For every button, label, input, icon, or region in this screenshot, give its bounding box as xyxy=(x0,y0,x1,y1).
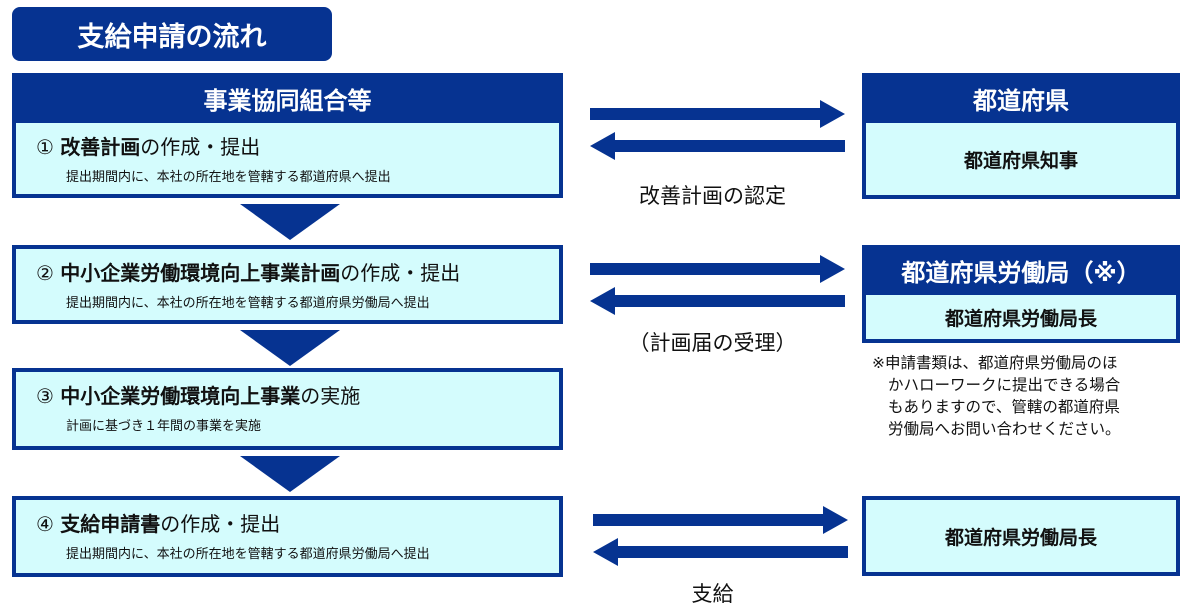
prefecture-governor: 都道府県知事 xyxy=(862,119,1180,199)
labor-bureau-director-payment: 都道府県労働局長 xyxy=(862,496,1180,576)
exchange-arrows-icon xyxy=(590,255,845,315)
note: ※申請書類は、都道府県労働局のほ かハローワークに提出できる場合 もありますので… xyxy=(872,352,1121,440)
down-arrow-icon xyxy=(240,330,340,366)
note-line: かハローワークに提出できる場合 xyxy=(888,376,1121,394)
step-title-rest: の作成・提出 xyxy=(140,135,261,159)
down-arrow-icon xyxy=(240,456,340,492)
step-desc: 提出期間内に、本社の所在地を管轄する都道府県労働局へ提出 xyxy=(66,547,430,562)
step-2: ② 中小企業労働環境向上事業計画の作成・提出 提出期間内に、本社の所在地を管轄す… xyxy=(12,245,563,324)
step-title-rest: の作成・提出 xyxy=(160,512,281,536)
step-desc: 提出期間内に、本社の所在地を管轄する都道府県労働局へ提出 xyxy=(66,296,430,311)
step-number: ③ xyxy=(36,384,54,408)
note-line: ※申請書類は、都道府県労働局のほ xyxy=(872,354,1118,372)
labor-bureau-director: 都道府県労働局長 xyxy=(862,291,1180,343)
step-number: ① xyxy=(36,135,54,159)
note-line: もありますので、管轄の都道府県 xyxy=(888,398,1120,416)
step-number: ④ xyxy=(36,512,54,536)
down-arrow-icon xyxy=(240,204,340,240)
exchange-arrows-icon xyxy=(593,506,848,566)
step-title-bold: 中小企業労働環境向上事業計画 xyxy=(60,261,341,285)
arrow-label: 改善計画の認定 xyxy=(639,184,786,208)
exchange-arrows-icon xyxy=(590,100,845,160)
page-title: 支給申請の流れ xyxy=(12,7,332,61)
step-desc: 計画に基づき１年間の事業を実施 xyxy=(66,419,262,434)
step-title-bold: 中小企業労働環境向上事業 xyxy=(60,384,301,408)
left-header: 事業協同組合等 xyxy=(12,73,563,123)
prefecture-header: 都道府県 xyxy=(862,73,1180,123)
step-title-rest: の作成・提出 xyxy=(340,261,461,285)
step-title-bold: 支給申請書 xyxy=(60,512,161,536)
step-4: ④ 支給申請書の作成・提出 提出期間内に、本社の所在地を管轄する都道府県労働局へ… xyxy=(12,496,563,577)
labor-bureau-header: 都道府県労働局（※） xyxy=(862,245,1180,295)
step-title-bold: 改善計画 xyxy=(60,135,141,159)
step-desc: 提出期間内に、本社の所在地を管轄する都道府県へ提出 xyxy=(66,170,391,185)
step-3: ③ 中小企業労働環境向上事業の実施 計画に基づき１年間の事業を実施 xyxy=(12,368,563,450)
arrow-label: （計画届の受理） xyxy=(628,331,797,355)
step-1: ① 改善計画の作成・提出 提出期間内に、本社の所在地を管轄する都道府県へ提出 xyxy=(12,119,563,198)
note-line: 労働局へお問い合わせください。 xyxy=(888,420,1121,438)
arrow-label: 支給 xyxy=(691,582,734,606)
step-number: ② xyxy=(36,261,54,285)
step-title-rest: の実施 xyxy=(300,384,361,408)
